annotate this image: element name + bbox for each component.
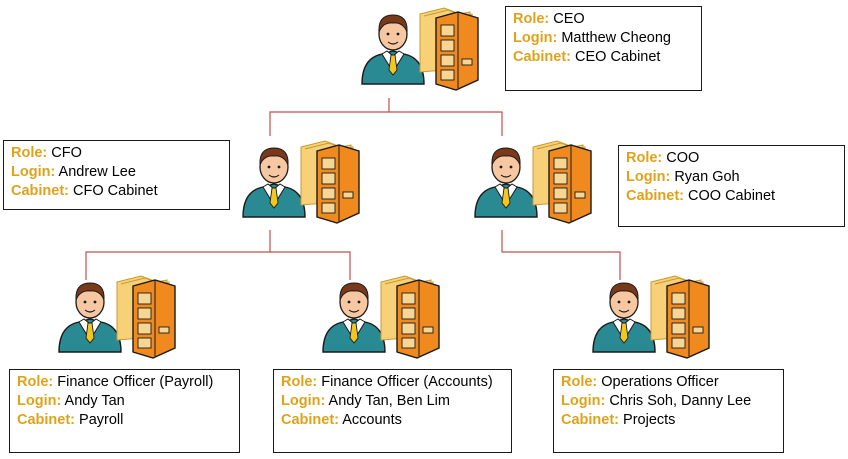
- cabinet-value: Projects: [623, 412, 676, 428]
- login-line: Login: Andrew Lee: [11, 163, 222, 182]
- login-value: Andrew Lee: [58, 164, 136, 180]
- info-box-fo-payroll: Role: Finance Officer (Payroll) Login: A…: [9, 369, 240, 453]
- info-box-ops: Role: Operations Officer Login: Chris So…: [553, 369, 784, 453]
- filing-cabinet-icon: [650, 275, 710, 359]
- login-line: Login: Ryan Goh: [626, 168, 837, 187]
- login-value: Matthew Cheong: [561, 30, 671, 46]
- cabinet-line: Cabinet: Projects: [561, 411, 776, 430]
- role-line: Role: Finance Officer (Accounts): [281, 373, 504, 392]
- org-node-ceo: [358, 4, 518, 109]
- cabinet-line: Cabinet: CFO Cabinet: [11, 182, 222, 201]
- login-line: Login: Chris Soh, Danny Lee: [561, 392, 776, 411]
- login-value: Andy Tan, Ben Lim: [328, 393, 450, 409]
- role-key: Role:: [281, 374, 318, 390]
- cabinet-value: COO Cabinet: [688, 188, 776, 204]
- person-icon: [242, 147, 306, 218]
- cabinet-value: CFO Cabinet: [73, 183, 158, 199]
- person-icon: [361, 14, 425, 85]
- connector-cfo-to-fo-accounts: [270, 251, 351, 280]
- org-node-cfo: [239, 137, 399, 242]
- login-line: Login: Andy Tan, Ben Lim: [281, 392, 504, 411]
- cabinet-line: Cabinet: CEO Cabinet: [513, 48, 694, 67]
- cabinet-value: CEO Cabinet: [575, 49, 661, 65]
- info-box-coo: Role: COO Login: Ryan Goh Cabinet: COO C…: [618, 145, 845, 227]
- connector-coo-to-ops: [501, 230, 621, 280]
- role-key: Role:: [513, 11, 550, 27]
- connector-ceo-to-cfo: [269, 98, 390, 136]
- role-line: Role: CFO: [11, 144, 222, 163]
- cabinet-key: Cabinet:: [17, 412, 75, 428]
- org-node-fo-accounts: [319, 272, 479, 377]
- org-node-fo-payroll: [55, 272, 215, 377]
- role-value: CFO: [51, 145, 82, 161]
- cabinet-value: Payroll: [79, 412, 124, 428]
- filing-cabinet-icon: [419, 7, 479, 91]
- info-box-cfo: Role: CFO Login: Andrew Lee Cabinet: CFO…: [3, 140, 230, 210]
- role-line: Role: Operations Officer: [561, 373, 776, 392]
- login-value: Andy Tan: [64, 393, 125, 409]
- person-icon: [58, 282, 122, 353]
- login-key: Login:: [513, 30, 558, 46]
- filing-cabinet-icon: [380, 275, 440, 359]
- cabinet-key: Cabinet:: [513, 49, 571, 65]
- filing-cabinet-icon: [532, 140, 592, 224]
- org-node-coo: [471, 137, 631, 242]
- org-node-ops: [589, 272, 749, 377]
- role-key: Role:: [626, 150, 663, 166]
- filing-cabinet-icon: [116, 275, 176, 359]
- connector-cfo-to-fo-payroll: [85, 230, 271, 280]
- login-key: Login:: [561, 393, 606, 409]
- cabinet-line: Cabinet: COO Cabinet: [626, 187, 837, 206]
- person-icon: [322, 282, 386, 353]
- login-key: Login:: [626, 169, 671, 185]
- role-value: Finance Officer (Payroll): [57, 374, 214, 390]
- role-value: CEO: [553, 11, 585, 27]
- cabinet-key: Cabinet:: [281, 412, 339, 428]
- login-line: Login: Andy Tan: [17, 392, 232, 411]
- info-box-fo-accounts: Role: Finance Officer (Accounts) Login: …: [273, 369, 512, 453]
- cabinet-key: Cabinet:: [561, 412, 619, 428]
- login-value: Chris Soh, Danny Lee: [609, 393, 752, 409]
- cabinet-key: Cabinet:: [626, 188, 684, 204]
- person-icon: [474, 147, 538, 218]
- role-value: Finance Officer (Accounts): [321, 374, 493, 390]
- role-value: Operations Officer: [601, 374, 719, 390]
- login-key: Login:: [11, 164, 56, 180]
- cabinet-line: Cabinet: Accounts: [281, 411, 504, 430]
- role-line: Role: Finance Officer (Payroll): [17, 373, 232, 392]
- cabinet-key: Cabinet:: [11, 183, 69, 199]
- role-line: Role: COO: [626, 149, 837, 168]
- role-line: Role: CEO: [513, 10, 694, 29]
- login-key: Login:: [17, 393, 62, 409]
- login-value: Ryan Goh: [674, 169, 740, 185]
- role-key: Role:: [11, 145, 48, 161]
- role-value: COO: [666, 150, 700, 166]
- cabinet-line: Cabinet: Payroll: [17, 411, 232, 430]
- info-box-ceo: Role: CEO Login: Matthew Cheong Cabinet:…: [505, 6, 702, 91]
- cabinet-value: Accounts: [342, 412, 402, 428]
- login-line: Login: Matthew Cheong: [513, 29, 694, 48]
- role-key: Role:: [17, 374, 54, 390]
- role-key: Role:: [561, 374, 598, 390]
- login-key: Login:: [281, 393, 326, 409]
- person-icon: [592, 282, 656, 353]
- connector-ceo-to-coo: [389, 111, 503, 136]
- filing-cabinet-icon: [300, 140, 360, 224]
